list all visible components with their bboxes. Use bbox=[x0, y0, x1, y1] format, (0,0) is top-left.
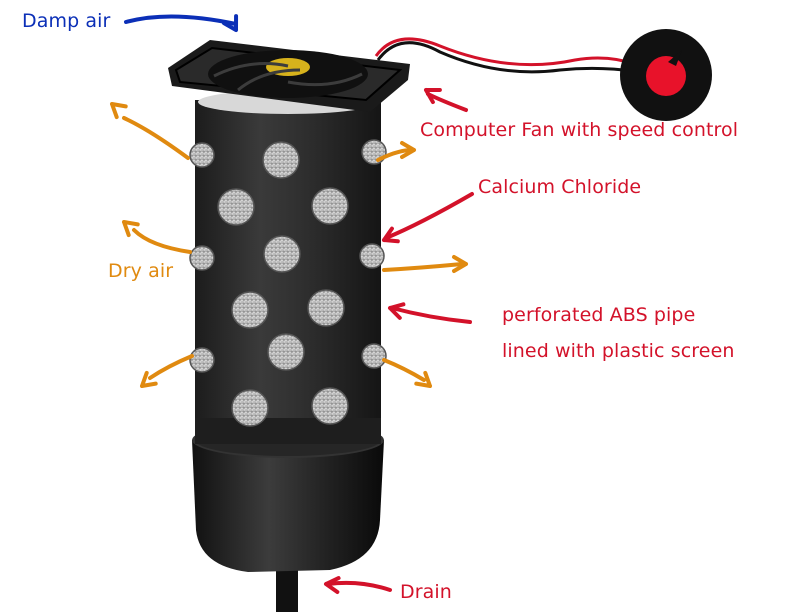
dry-air-arrow-bottom-right bbox=[382, 358, 432, 388]
fan-callout-arrow bbox=[424, 87, 468, 112]
calcium-chloride-label: Calcium Chloride bbox=[478, 176, 642, 198]
fan-label: Computer Fan with speed control bbox=[420, 119, 739, 141]
fan-wire-black bbox=[376, 41, 641, 74]
dry-air-arrow-mid-right bbox=[382, 255, 468, 273]
dry-air-arrow-bottom-left bbox=[140, 354, 194, 388]
damp-air-arrow bbox=[124, 14, 239, 32]
drain-hose bbox=[276, 570, 298, 612]
pipe-label-line1: perforated ABS pipe bbox=[502, 304, 696, 326]
screen-hole bbox=[267, 333, 305, 371]
pipe-label-line2: lined with plastic screen bbox=[502, 340, 735, 362]
collection-bucket bbox=[192, 440, 384, 572]
screen-hole bbox=[361, 343, 387, 369]
drain-label: Drain bbox=[400, 581, 452, 603]
screen-hole bbox=[231, 389, 269, 427]
pipe-callout-arrow bbox=[388, 302, 472, 324]
airflow-arrows bbox=[110, 14, 474, 595]
screen-hole bbox=[262, 141, 300, 179]
screen-hole bbox=[311, 387, 349, 425]
dry-air-label: Dry air bbox=[108, 260, 174, 282]
pipe-collar bbox=[195, 418, 381, 444]
screen-hole bbox=[189, 142, 215, 168]
damp-air-label: Damp air bbox=[22, 10, 111, 32]
drain-callout-arrow bbox=[324, 576, 392, 595]
screen-hole bbox=[307, 289, 345, 327]
computer-fan bbox=[168, 40, 410, 112]
dial-notch bbox=[668, 50, 682, 66]
screen-hole bbox=[359, 243, 385, 269]
screen-hole bbox=[217, 188, 255, 226]
screen-hole bbox=[189, 347, 215, 373]
screen-hole bbox=[361, 139, 387, 165]
fan-wire-red bbox=[374, 37, 641, 68]
speed-control-dial-icon bbox=[646, 56, 686, 96]
screen-hole bbox=[189, 245, 215, 271]
dry-air-arrow-top-left bbox=[110, 102, 190, 160]
calcium-callout-arrow bbox=[382, 192, 474, 244]
screen-hole bbox=[231, 291, 269, 329]
screen-hole bbox=[263, 235, 301, 273]
dry-air-arrow-mid-left bbox=[122, 220, 192, 254]
dry-air-arrow-top-right bbox=[376, 141, 416, 162]
screen-hole bbox=[311, 187, 349, 225]
